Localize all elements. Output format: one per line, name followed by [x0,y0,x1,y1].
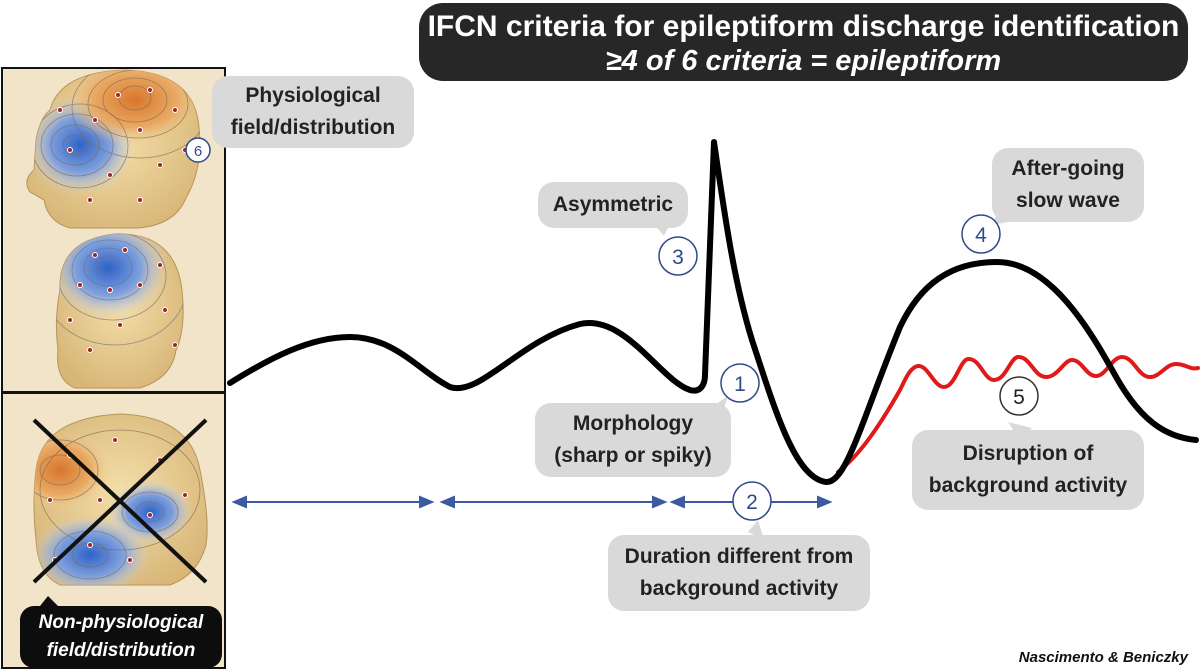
criterion-4-marker: 4 [961,214,1001,254]
criterion-2-marker: 2 [732,481,772,521]
disruption-trace [836,354,1200,474]
title-banner: IFCN criteria for epileptiform discharge… [419,3,1188,81]
criterion-6-number: 6 [194,143,202,160]
criterion-3-label: Asymmetric [538,182,688,228]
nonphys-pointer [40,596,58,606]
criterion-5-marker: 5 [999,376,1039,416]
criterion-3-number: 3 [672,246,684,269]
duration-arrows [231,495,833,509]
title-line-1: IFCN criteria for epileptiform discharge… [427,10,1180,43]
criterion-4-label: After-going slow wave [992,148,1144,222]
criterion-2-label: Duration different from background activ… [608,535,870,611]
credit-text: Nascimento & Beniczky [1018,649,1188,666]
non-physiological-label: Non-physiological field/distribution [20,606,222,668]
criterion-6-label: Physiological field/distribution [212,76,414,148]
criterion-6-marker: 6 [185,137,211,163]
criterion-4-number: 4 [975,224,987,247]
criterion-1-label: Morphology (sharp or spiky) [535,403,731,477]
title-line-2: ≥4 of 6 criteria = epileptiform [605,45,1002,77]
cross-line-2 [32,418,208,584]
criterion-2-number: 2 [746,491,758,514]
criterion-5-number: 5 [1013,386,1025,409]
criterion-3-marker: 3 [658,236,698,276]
criterion-1-marker: 1 [720,363,760,403]
criterion-5-label: Disruption of background activity [912,430,1144,510]
criterion-1-number: 1 [734,373,746,396]
epileptiform-waveform [227,139,1199,485]
